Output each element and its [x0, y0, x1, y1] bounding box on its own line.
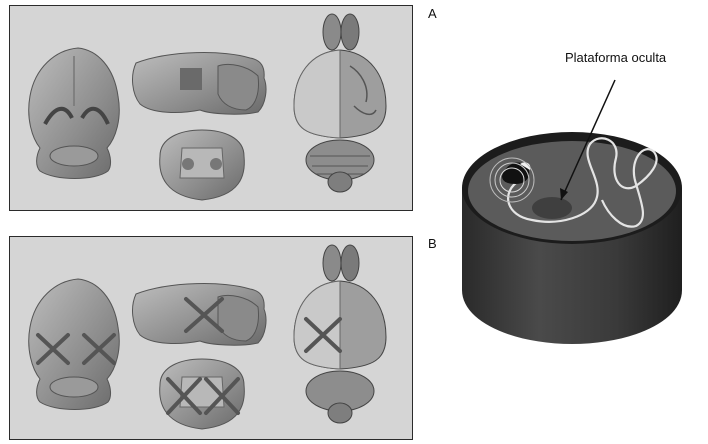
coronal-brain-section [160, 130, 245, 200]
pool-tank [462, 132, 682, 344]
panel-b-illustration [10, 237, 414, 441]
sagittal-brain-view-lesioned [133, 284, 266, 346]
panel-b-label: B [428, 236, 437, 251]
water-maze-illustration [440, 40, 704, 358]
panel-a-label: A [428, 6, 437, 21]
dorsal-brain-view [294, 14, 386, 192]
ventral-brain-view [29, 48, 120, 179]
panel-a-illustration [10, 6, 414, 212]
hidden-platform [532, 197, 572, 219]
dorsal-brain-view-lesioned [294, 245, 386, 423]
platform-label: Plataforma oculta [565, 50, 666, 65]
panel-b-lesioned-brains [9, 236, 413, 440]
coronal-brain-section-lesioned [160, 359, 245, 429]
panel-a-intact-brains [9, 5, 413, 211]
sagittal-brain-view [133, 53, 266, 115]
